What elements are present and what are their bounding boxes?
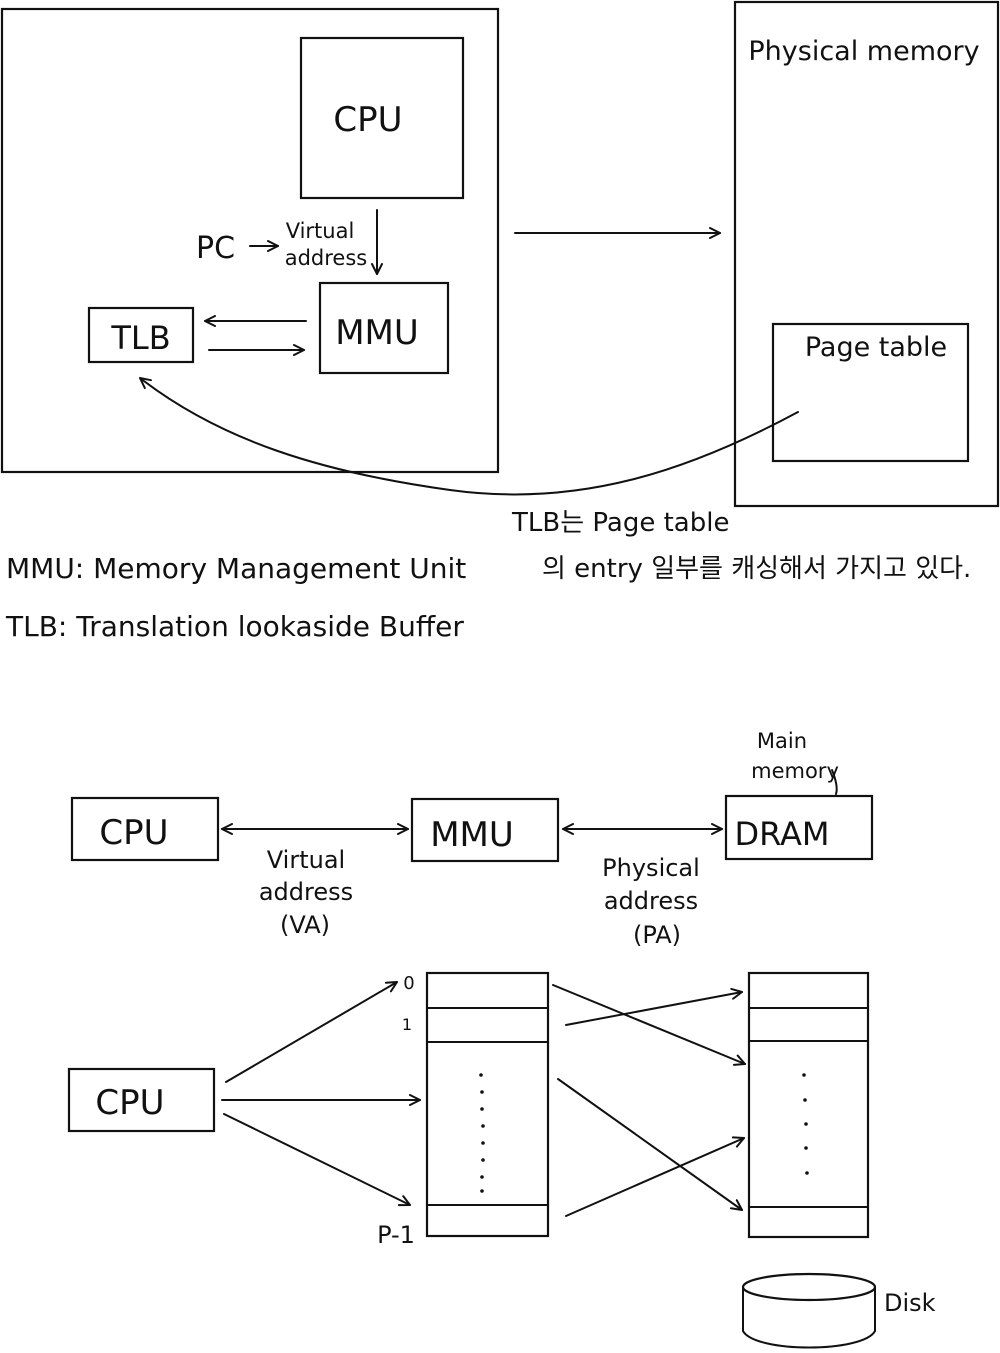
tlb-label: TLB xyxy=(110,319,170,357)
tlb-box xyxy=(87,306,195,364)
tlb-definition: TLB: Translation lookaside Buffer xyxy=(5,610,464,643)
mapping-arrow-page0-to-frame xyxy=(552,984,746,1066)
cpu-label-mid: CPU xyxy=(99,813,168,853)
mmu-box-top xyxy=(318,281,450,375)
disk-icon xyxy=(741,1272,877,1349)
virtual-address-label-mid-1: Virtual xyxy=(267,846,345,874)
physical-frame-ellipsis xyxy=(802,1073,809,1175)
mmu-box-mid xyxy=(410,797,560,863)
index-first: 0 xyxy=(403,973,414,994)
mmu-label-mid: MMU xyxy=(430,815,514,855)
disk-label: Disk xyxy=(884,1289,936,1317)
main-memory-label-1: Main xyxy=(757,729,807,753)
cpu-box-top xyxy=(299,36,465,200)
mmu-definition: MMU: Memory Management Unit xyxy=(6,552,466,585)
tlb-caching-note-line2: 의 entry 일부를 캐싱해서 가지고 있다. xyxy=(542,554,971,584)
processor-chip-frame xyxy=(0,7,500,474)
cpu-to-first-page-arrow xyxy=(225,981,398,1083)
cpu-box-mid xyxy=(70,796,220,862)
index-second: 1 xyxy=(402,1015,412,1034)
dram-box xyxy=(724,794,874,861)
physical-memory-label: Physical memory xyxy=(748,36,979,67)
physical-memory-box xyxy=(733,0,1000,508)
physical-frame-table xyxy=(747,971,870,1239)
physical-address-label-2: address xyxy=(604,887,698,915)
virtual-address-label-top-1: Virtual xyxy=(286,219,355,243)
cpu-label-top: CPU xyxy=(333,100,402,140)
mapping-arrow-middle-to-frame xyxy=(557,1078,743,1211)
cpu-to-last-page-arrow xyxy=(223,1113,411,1207)
virtual-page-ellipsis xyxy=(479,1073,485,1193)
tlb-caching-note-line1: TLB는 Page table xyxy=(511,508,729,538)
virtual-page-table xyxy=(425,971,550,1238)
dram-label: DRAM xyxy=(734,815,829,853)
virtual-address-label-mid-2: address xyxy=(259,878,353,906)
cpu-label-bottom: CPU xyxy=(95,1083,164,1123)
pc-label: PC xyxy=(196,231,235,266)
virtual-address-label-top-2: address xyxy=(285,246,368,270)
mapping-arrow-page1-to-frame xyxy=(565,987,743,1026)
page-table-to-tlb-arrow xyxy=(139,377,799,496)
mapping-arrow-last-to-frame xyxy=(565,1136,745,1217)
main-memory-label-2: memory xyxy=(751,759,839,783)
page-table-label: Page table xyxy=(805,332,947,363)
index-last: P-1 xyxy=(377,1221,415,1249)
virtual-address-label-mid-3: (VA) xyxy=(280,911,330,939)
main-memory-pointer xyxy=(831,769,838,795)
cpu-box-bottom xyxy=(67,1067,216,1133)
physical-address-label-1: Physical xyxy=(602,854,700,882)
physical-address-label-3: (PA) xyxy=(633,921,681,949)
page-table-box xyxy=(771,322,970,463)
mmu-label-top: MMU xyxy=(335,313,419,353)
